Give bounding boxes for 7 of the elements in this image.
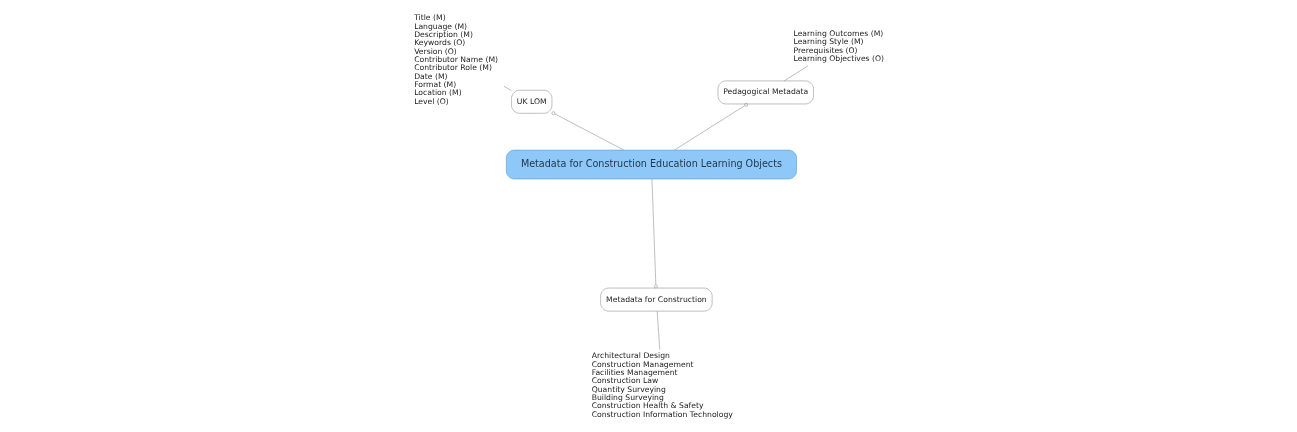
connector (503, 85, 512, 91)
connector (673, 102, 748, 150)
connector (783, 65, 808, 81)
connector (551, 110, 624, 150)
connector (651, 178, 658, 288)
connector (656, 310, 660, 350)
node-box: Metadata for Construction Education Learning Objects (505, 149, 797, 179)
